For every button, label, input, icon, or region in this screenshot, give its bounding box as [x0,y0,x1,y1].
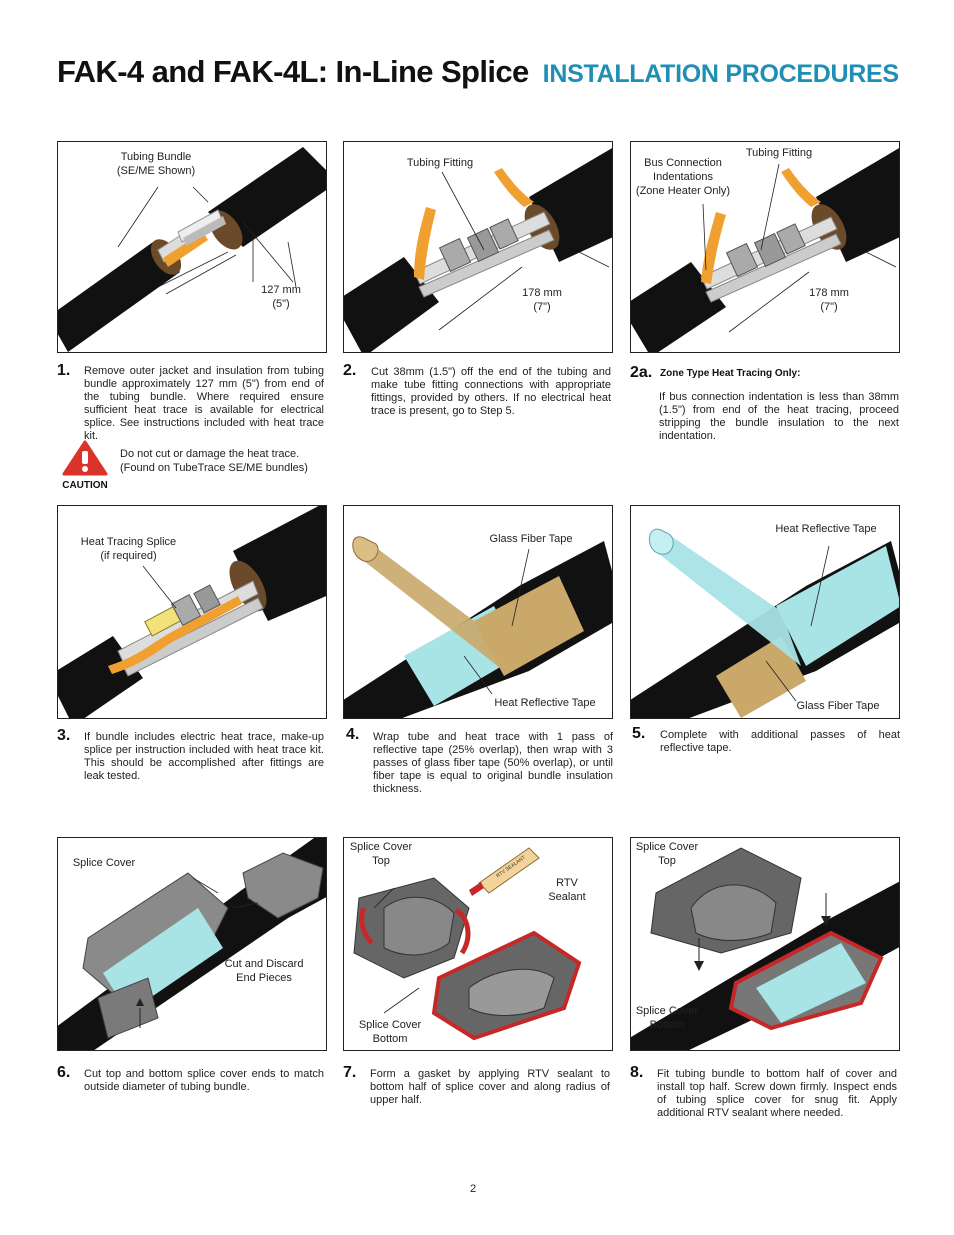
figure-step-2a: Bus Connection Indentations (Zone Heater… [630,141,900,353]
label-line: Splice Cover [349,841,413,853]
step-3-number: 3. [57,727,71,744]
label-line: (5") [272,298,290,310]
step-8-number: 8. [630,1064,644,1081]
label-line: Sealant [548,891,586,903]
step-3-text: If bundle includes electric heat trace, … [84,731,324,782]
step-7-number: 7. [343,1064,357,1081]
caution-label: CAUTION [62,480,108,491]
label-line: Bottom [649,1019,685,1031]
step-5-number: 5. [632,725,646,742]
label-line: Top [372,855,390,867]
figure-step-1: Tubing Bundle (SE/ME Shown) 127 mm (5") [57,141,327,353]
step-1-text: Remove outer jacket and insulation from … [84,365,324,442]
label-line: (7") [820,301,838,313]
heat-reflective-tape-label: Heat Reflective Tape [775,523,877,535]
label-line: Tubing Bundle [120,151,192,163]
bus-connection-label: Bus Connection Indentations (Zone Heater… [633,156,733,198]
caution-icon [62,440,108,476]
tubing-fitting-label: Tubing Fitting [745,147,813,159]
tubing-bundle-label: Tubing Bundle (SE/ME Shown) [106,150,206,178]
label-line: Heat Tracing Splice [80,536,177,548]
label-line: Top [658,855,676,867]
dimension-127mm-label: 127 mm (5") [253,283,309,311]
step-2a-text: If bus connection indentation is less th… [659,391,899,442]
label-line: Cut and Discard [224,958,304,970]
step-4-text: Wrap tube and heat trace with 1 pass of … [373,731,613,795]
splice-cover-top-label: Splice Cover Top [347,840,415,868]
rtv-sealant-illustration [353,847,582,1041]
step-6-text: Cut top and bottom splice cover ends to … [84,1068,324,1093]
step-2a-heading: Zone Type Heat Tracing Only: [660,368,801,379]
label-line: Bottom [372,1033,408,1045]
figure-step-5: Heat Reflective Tape Glass Fiber Tape [630,505,900,719]
step-2-text: Cut 38mm (1.5") off the end of the tubin… [371,366,611,417]
tube-fitting-illustration [344,148,612,352]
step-6-number: 6. [57,1064,71,1081]
bus-connection-illustration [631,148,899,352]
label-line: (7") [533,301,551,313]
document-subtitle: INSTALLATION PROCEDURES [542,60,899,88]
label-line: Indentations [653,171,713,183]
splice-cover-install-illustration [631,847,899,1050]
figure-step-2: Tubing Fitting 178 mm (7") [343,141,613,353]
splice-cover-cut-illustration [58,838,326,1050]
label-line: (if required) [100,550,157,562]
heat-tracing-splice-label: Heat Tracing Splice (if required) [76,535,181,563]
step-4-number: 4. [346,726,360,743]
figure-step-8: Splice Cover Top Splice Cover Bottom [630,837,900,1051]
cut-and-discard-label: Cut and Discard End Pieces [218,957,310,985]
rtv-sealant-label: RTV Sealant [542,876,592,904]
caution-line: Do not cut or damage the heat trace. [120,448,300,460]
step-2-number: 2. [343,362,357,379]
heat-trace-splice-illustration [58,506,326,718]
page-title: FAK-4 and FAK-4L: In-Line Splice INSTALLA… [57,54,899,90]
label-line: RTV [556,877,578,889]
label-line: 178 mm [809,287,849,299]
bundle-strip-illustration [58,147,326,352]
glass-fiber-tape-label: Glass Fiber Tape [796,700,880,712]
step-2a-number: 2a. [630,364,653,381]
label-line: Splice Cover [358,1019,422,1031]
splice-cover-top-label: Splice Cover Top [633,840,701,868]
caution-text: Do not cut or damage the heat trace. (Fo… [120,447,308,475]
tubing-fitting-label: Tubing Fitting [406,157,474,169]
document-title: FAK-4 and FAK-4L: In-Line Splice [57,54,529,89]
dimension-178mm-label: 178 mm (7") [801,286,857,314]
label-line: (Zone Heater Only) [635,185,731,197]
label-line: (SE/ME Shown) [116,165,196,177]
label-line: 127 mm [261,284,301,296]
dimension-178mm-label: 178 mm (7") [514,286,570,314]
heat-reflective-tape-illustration [631,528,899,718]
splice-cover-label: Splice Cover [72,857,136,869]
label-line: 178 mm [522,287,562,299]
page-number: 2 [470,1183,477,1195]
label-line: Splice Cover [635,841,699,853]
figure-step-4: Glass Fiber Tape Heat Reflective Tape [343,505,613,719]
label-line: Splice Cover [635,1005,699,1017]
figure-step-6: Splice Cover Cut and Discard End Pieces [57,837,327,1051]
step-7-text: Form a gasket by applying RTV sealant to… [370,1068,610,1106]
caution-line: (Found on TubeTrace SE/ME bundles) [120,462,308,474]
step-8-text: Fit tubing bundle to bottom half of cove… [657,1068,897,1119]
glass-fiber-tape-label: Glass Fiber Tape [489,533,573,545]
label-line: End Pieces [236,972,292,984]
figure-step-3: Heat Tracing Splice (if required) [57,505,327,719]
glass-fiber-tape-illustration [344,536,612,718]
step-5-text: Complete with additional passes of heat … [660,729,900,754]
caution-badge: CAUTION [60,440,110,491]
figure-step-7: RTV SEALANT Splice Cover Top RTV Sealant… [343,837,613,1051]
heat-reflective-tape-label: Heat Reflective Tape [494,697,596,709]
label-line: Bus Connection [644,157,722,169]
step-1-number: 1. [57,362,71,379]
splice-cover-bottom-label: Splice Cover Bottom [633,1004,701,1032]
splice-cover-bottom-label: Splice Cover Bottom [356,1018,424,1046]
